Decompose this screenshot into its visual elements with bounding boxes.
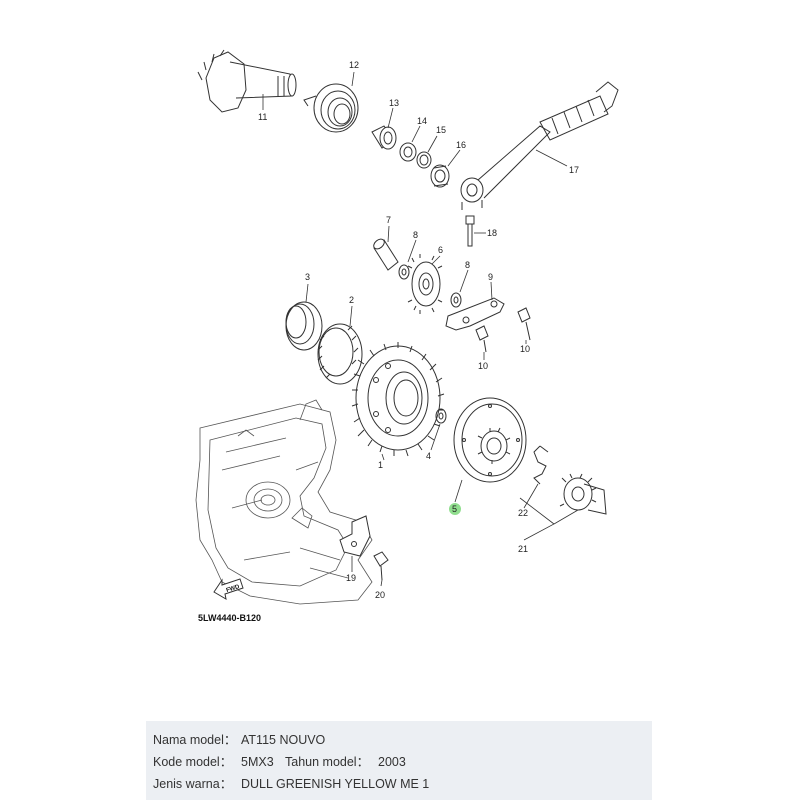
part-2-one-way-clutch [317,323,363,385]
part-20-bolt [465,215,475,247]
model-year-label: Tahun model： [285,755,370,769]
label-2: 2 [349,295,354,305]
label-21: 21 [518,544,528,554]
label-4: 4 [426,451,431,461]
label-15: 13 [389,98,399,108]
label-3: 3 [305,272,310,282]
label-8-top: 8 [413,230,418,240]
model-name-row: Nama model： AT115 NOUVO [146,729,652,751]
part-18-collar [430,164,450,188]
label-1: 1 [378,460,383,470]
label-12: 20 [375,590,385,600]
part-9-plate [445,297,505,331]
part-12-bolt [373,551,389,581]
part-8-washer-a [398,264,410,280]
part-8-washer-b [450,292,462,308]
label-13: 11 [258,112,267,122]
model-name-label: Nama model： [153,733,237,747]
label-10-right: 10 [520,344,530,354]
highlight-circle [449,503,461,515]
part-5-rotor [453,397,527,483]
part-10-bolt-a [517,307,531,341]
part-10-bolt-b [475,325,489,353]
label-22: 22 [518,508,528,518]
part-14-spring [303,83,359,133]
part-22-clip [533,445,549,485]
model-code-value: 5MX3 [241,755,274,769]
color-row: Jenis warna： DULL GREENISH YELLOW ME 1 [146,773,652,795]
parts-diagram: FWD [195,49,619,623]
part-13-kick-axle [197,49,297,113]
label-7: 7 [386,215,391,225]
model-info-panel: Nama model： AT115 NOUVO Kode model： 5MX3 Ta… [146,721,652,800]
model-name-value: AT115 NOUVO [241,733,326,747]
label-5: 5 [452,504,457,514]
part-6-idle-gear [407,254,443,314]
part-16-washer [399,142,417,162]
fwd-label: FWD [226,584,241,594]
label-19: 17 [569,165,579,175]
label-17: 15 [436,125,446,135]
part-3-ring [285,301,323,351]
part-17-circlip [416,151,432,169]
part-19-kick-crank [460,81,619,210]
leader-lines [262,71,579,587]
color-label: Jenis warna： [153,777,233,791]
label-6: 6 [438,245,443,255]
label-11: 19 [346,573,356,583]
label-14: 12 [349,60,359,70]
fwd-arrow: FWD [213,578,244,600]
part-labels: 11 12 13 14 15 16 17 18 7 8 6 8 9 10 10 … [258,60,579,600]
label-10-center: 10 [478,361,488,371]
diagram-code: 5LW4440-B120 [198,613,261,623]
part-21-pinion [559,473,607,515]
label-20: 18 [487,228,497,238]
part-15-bushing [371,125,397,150]
label-8-mid: 8 [465,260,470,270]
part-1-gear [351,342,445,457]
part-7-shaft [373,238,399,271]
color-value: DULL GREENISH YELLOW ME 1 [241,777,430,791]
engine-case [195,399,373,605]
label-16: 14 [417,116,427,126]
model-code-label: Kode model： [153,755,233,769]
model-code-row: Kode model： 5MX3 Tahun model： 2003 [146,751,652,773]
label-9: 9 [488,272,493,282]
model-year-value: 2003 [378,755,406,769]
part-4-washer [435,408,447,424]
part-11-lever [339,515,371,557]
label-18: 16 [456,140,466,150]
